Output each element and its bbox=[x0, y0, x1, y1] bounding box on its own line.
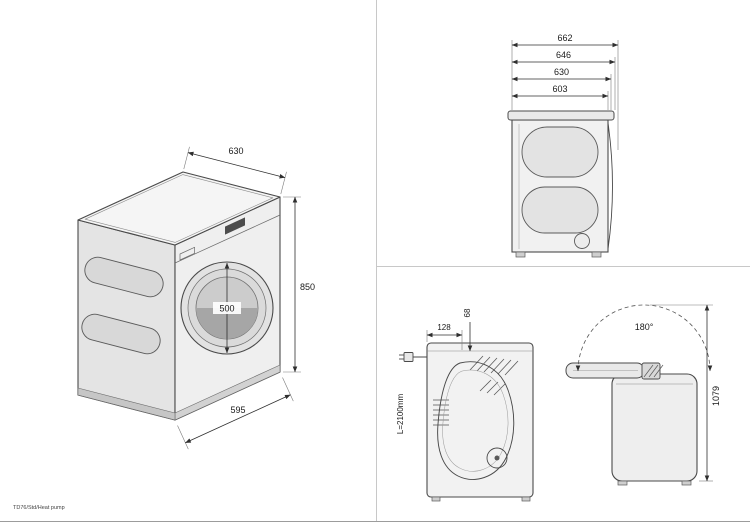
door-bulge-line bbox=[607, 122, 613, 250]
dim-offset-128: 128 bbox=[426, 323, 463, 350]
rear-screw-circle bbox=[486, 447, 508, 469]
worktop-edge-line bbox=[84, 174, 274, 243]
dim-label-depth-with-handle: 646 bbox=[556, 50, 571, 60]
rear-panel bbox=[426, 342, 534, 498]
control-display bbox=[225, 217, 245, 235]
exhaust-vent-hatch bbox=[469, 355, 519, 396]
dim-label-top-depth: 630 bbox=[228, 146, 243, 156]
worktop-lid bbox=[507, 110, 615, 121]
dim-label-height: 850 bbox=[300, 282, 315, 292]
dryer-side-drawing bbox=[507, 110, 615, 258]
dim-label-open-height: 1079 bbox=[711, 386, 721, 406]
dim-door-500: 500 bbox=[213, 262, 241, 354]
side-vent-oval-upper bbox=[84, 256, 164, 298]
dim-offset-68: 68 bbox=[463, 308, 473, 352]
side-vent-oval-lower bbox=[81, 313, 161, 355]
plinth-side bbox=[77, 387, 176, 421]
open-view-body bbox=[611, 373, 698, 482]
dim-width-595: 595 bbox=[177, 377, 294, 450]
dim-label-opening-angle: 180° bbox=[635, 322, 654, 332]
rear-view: L=2100mm 128 68 bbox=[396, 308, 534, 502]
open-view-foot-left bbox=[617, 480, 628, 486]
dryer-rear-drawing bbox=[426, 342, 534, 502]
control-knob bbox=[179, 246, 195, 261]
side-panel-oval-lower bbox=[521, 186, 599, 234]
control-panel-line bbox=[174, 214, 281, 264]
side-panel-oval-upper bbox=[521, 126, 599, 178]
rear-foot-right bbox=[521, 496, 531, 502]
open-view-foot-right bbox=[681, 480, 692, 486]
rear-screw-center bbox=[494, 455, 500, 461]
dim-label-offset-y: 68 bbox=[463, 308, 472, 317]
door-swing-arc: 180° bbox=[575, 304, 713, 372]
dim-open-height-1079: 1079 bbox=[650, 304, 721, 482]
dim-label-depth-overall: 662 bbox=[557, 33, 572, 43]
panel-dividers bbox=[376, 0, 750, 521]
foot-right bbox=[591, 251, 602, 258]
rear-foot-left bbox=[431, 496, 441, 502]
power-cord: L=2100mm bbox=[396, 352, 427, 435]
dim-label-background bbox=[213, 302, 241, 314]
dim-depth-630: 630 bbox=[183, 146, 287, 195]
isometric-view: 630 850 500 595 bbox=[77, 146, 315, 450]
dim-label-door-diameter: 500 bbox=[219, 304, 234, 314]
top-face bbox=[77, 171, 281, 246]
door-open-view: 180° 1079 bbox=[565, 304, 721, 486]
side-view-dimensions: 662 646 630 603 bbox=[511, 33, 619, 150]
side-view: 662 646 630 603 bbox=[507, 33, 619, 258]
dim-label-width: 595 bbox=[230, 405, 245, 415]
model-footnote: TD76/Std/Heat pump bbox=[13, 505, 65, 511]
dim-label-depth-cabinet: 603 bbox=[552, 84, 567, 94]
drain-cap-circle bbox=[574, 233, 590, 249]
dryer-3d-drawing bbox=[77, 171, 281, 421]
dryer-open-door-drawing bbox=[565, 362, 698, 486]
foot-left bbox=[515, 251, 526, 258]
dim-height-850: 850 bbox=[283, 196, 315, 373]
cord-length-label: L=2100mm bbox=[396, 394, 405, 435]
dim-label-offset-x: 128 bbox=[437, 323, 451, 332]
dim-label-depth-with-door: 630 bbox=[554, 67, 569, 77]
power-plug-icon bbox=[399, 352, 414, 362]
